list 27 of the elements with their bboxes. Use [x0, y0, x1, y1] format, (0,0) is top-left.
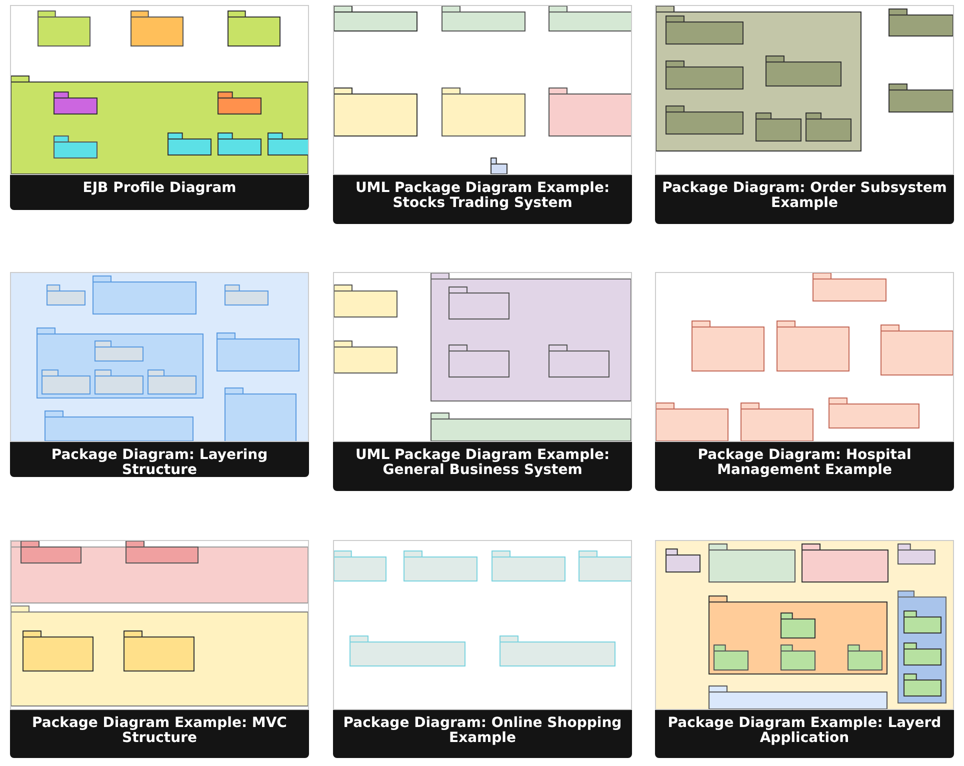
- diagram-thumbnail: [333, 272, 632, 442]
- card-title: Package Diagram: Layering Structure: [50, 448, 269, 478]
- diagram-thumbnail: [10, 272, 309, 442]
- card-title: UML Package Diagram Example: General Business System: [354, 448, 611, 478]
- card-title: Package Diagram: Hospital Management Example: [696, 448, 912, 478]
- diagram-card: [10, 272, 309, 477]
- diagram-card: [655, 272, 954, 491]
- card-title: Package Diagram: Order Subsystem Example: [661, 181, 948, 211]
- diagram-thumbnail: [655, 272, 954, 442]
- diagram-card: [333, 5, 632, 224]
- card-title: EJB Profile Diagram: [82, 181, 238, 196]
- diagram-thumbnail: [333, 5, 632, 175]
- card-title: Package Diagram: Online Shopping Example: [342, 716, 623, 746]
- diagram-thumbnail: [655, 5, 954, 175]
- diagram-card: [655, 5, 954, 224]
- diagram-card: [10, 5, 309, 210]
- diagram-thumbnail: [333, 540, 632, 710]
- diagram-card: [333, 540, 632, 758]
- card-title: UML Package Diagram Example: Stocks Trading System: [354, 181, 611, 211]
- diagram-card: [10, 540, 309, 758]
- card-title: Package Diagram Example: MVC Structure: [31, 716, 288, 746]
- diagram-thumbnail: [10, 5, 309, 175]
- card-title: Package Diagram Example: Layerd Application: [666, 716, 942, 746]
- diagram-thumbnail: [10, 540, 309, 710]
- diagram-card: [655, 540, 954, 758]
- diagram-card: [333, 272, 632, 491]
- diagram-thumbnail: [655, 540, 954, 710]
